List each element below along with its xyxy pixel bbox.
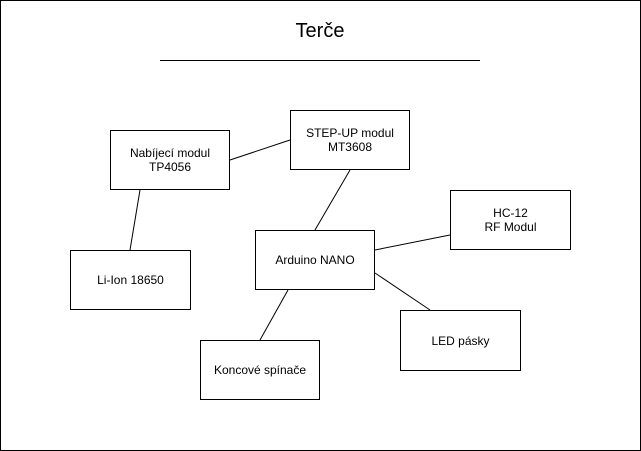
node-led-strips[interactable]: LED pásky [400, 310, 521, 371]
edge-charger-stepup [229, 139, 291, 161]
node-hc12-module[interactable]: HC-12 RF Modul [450, 190, 571, 250]
node-charger-label-2: TP4056 [148, 160, 192, 174]
edge-arduino-hc12 [374, 234, 451, 251]
edge-arduino-led [374, 272, 431, 311]
node-battery[interactable]: Li-Ion 18650 [70, 250, 191, 310]
diagram-title: Terče [295, 20, 345, 42]
node-hc12-label-1: HC-12 [493, 206, 528, 220]
node-limit-switches[interactable]: Koncové spínače [200, 340, 320, 400]
node-switches-label: Koncové spínače [213, 363, 307, 377]
node-hc12-label-2: RF Modul [484, 220, 537, 234]
node-stepup-label-2: MT3608 [327, 140, 373, 154]
title-underline [160, 60, 480, 61]
node-charger-module[interactable]: Nabíjecí modul TP4056 [110, 130, 230, 190]
node-arduino-label: Arduino NANO [275, 253, 355, 267]
node-led-label: LED pásky [431, 333, 490, 348]
edge-arduino-switches [259, 289, 289, 341]
node-stepup-label-1: STEP-UP modul [306, 126, 394, 140]
node-stepup-module[interactable]: STEP-UP modul MT3608 [290, 110, 410, 170]
node-battery-label: Li-Ion 18650 [97, 273, 164, 287]
node-charger-label-1: Nabíjecí modul [129, 146, 211, 160]
edge-charger-battery [129, 189, 141, 251]
edge-stepup-arduino [314, 169, 351, 231]
node-arduino-nano[interactable]: Arduino NANO [255, 230, 375, 290]
